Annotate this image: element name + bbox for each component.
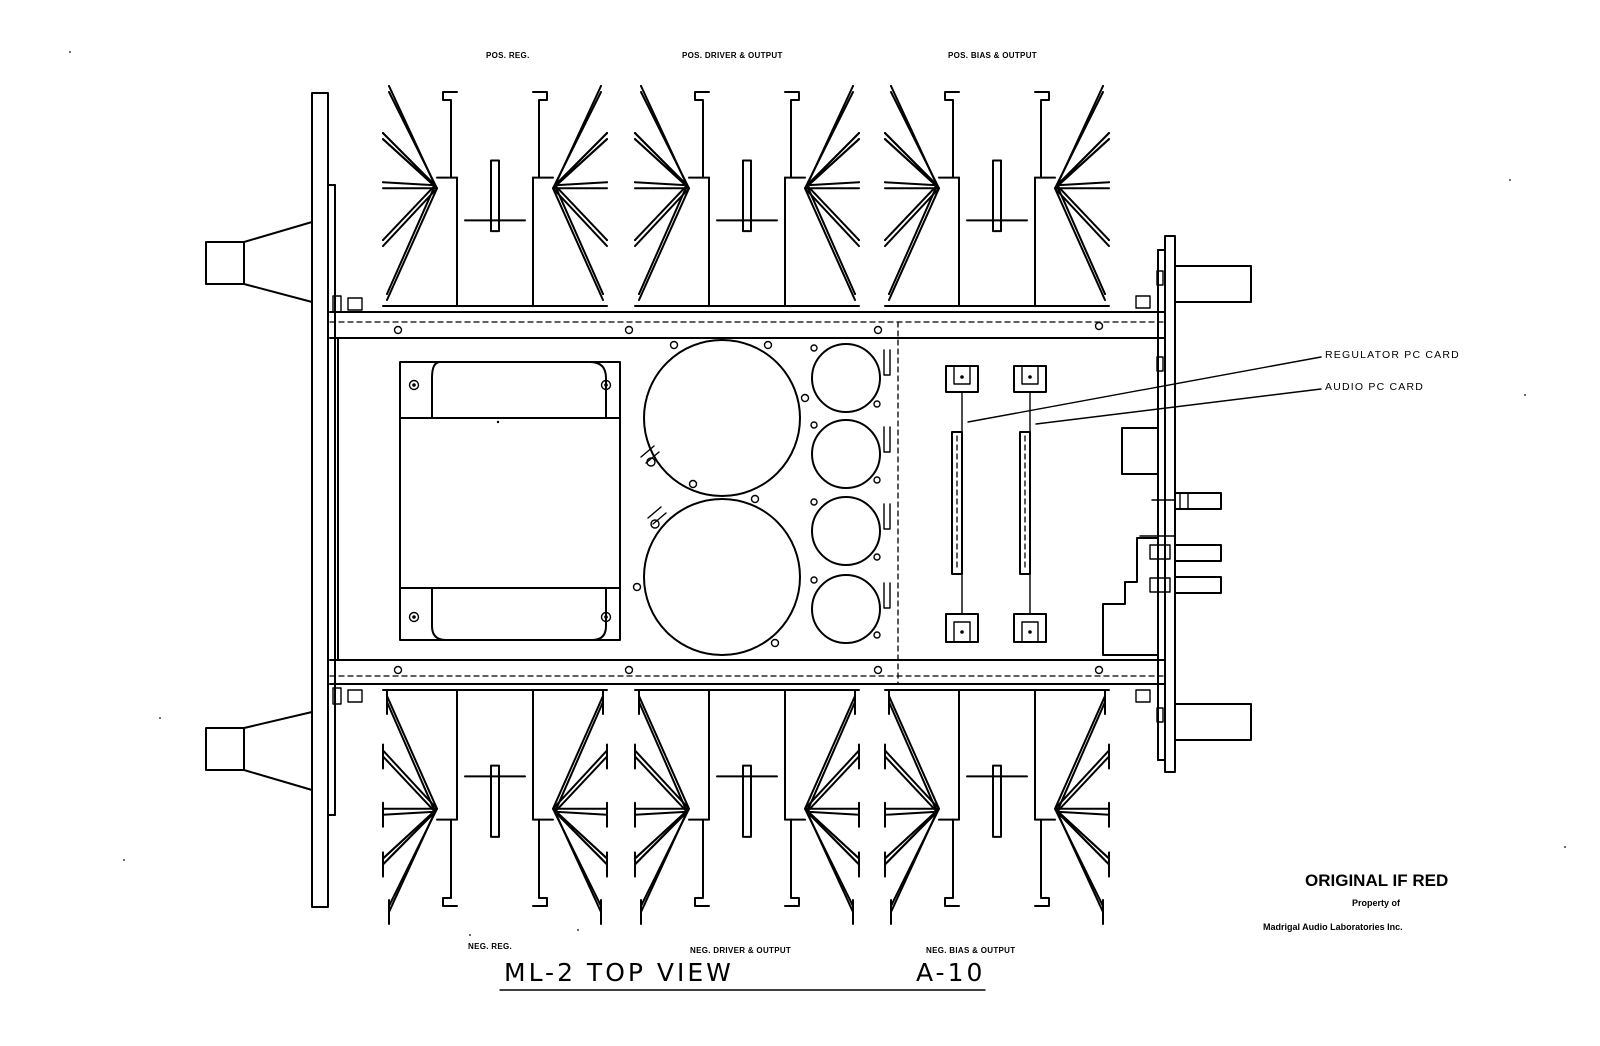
stamp-original: ORIGINAL IF RED	[1305, 871, 1449, 890]
audio-pc-card	[1013, 365, 1047, 643]
rear-panel	[1156, 235, 1176, 773]
drawing-title: ML-2 TOP VIEW	[504, 958, 734, 987]
top-rail	[329, 311, 1166, 339]
label-pos-driver-output: POS. DRIVER & OUTPUT	[682, 51, 783, 60]
stamp-property-of: Property of	[1352, 898, 1401, 908]
heatsink	[884, 689, 1110, 925]
top-heatsink-row	[382, 85, 1110, 307]
bottom-rail	[329, 659, 1166, 685]
chassis-floor-outline	[332, 295, 1159, 705]
regulator-pc-card	[945, 365, 979, 643]
front-panel	[311, 92, 336, 908]
scan-specks	[69, 51, 1566, 936]
rear-handle-bottom	[1174, 703, 1252, 741]
filter-capacitor-large-bottom	[632, 494, 801, 656]
label-neg-bias-output: NEG. BIAS & OUTPUT	[926, 946, 1016, 955]
heatsink	[884, 85, 1110, 307]
sheet-number: A-10	[916, 958, 986, 987]
rear-input-connectors	[1102, 427, 1222, 656]
filter-capacitor-large-top	[640, 339, 810, 497]
rear-handle-top	[1174, 265, 1252, 303]
small-capacitors	[810, 343, 891, 644]
label-pos-reg: POS. REG.	[486, 51, 530, 60]
power-transformer	[399, 361, 621, 641]
label-neg-reg: NEG. REG.	[468, 942, 513, 951]
callout-leaders	[967, 356, 1322, 425]
heatsink	[634, 689, 860, 925]
label-neg-driver-output: NEG. DRIVER & OUTPUT	[690, 946, 792, 955]
bottom-heatsink-row	[382, 689, 1110, 925]
callout-audio-pc-card: AUDIO PC CARD	[1325, 381, 1425, 393]
heatsink	[382, 85, 608, 307]
front-handle-top	[205, 221, 313, 303]
heatsink	[382, 689, 608, 925]
callout-regulator-pc-card: REGULATOR PC CARD	[1325, 349, 1460, 361]
label-pos-bias-output: POS. BIAS & OUTPUT	[948, 51, 1037, 60]
front-handle-bottom	[205, 711, 313, 791]
stamp-company: Madrigal Audio Laboratories Inc.	[1263, 922, 1403, 932]
heatsink	[634, 85, 860, 307]
